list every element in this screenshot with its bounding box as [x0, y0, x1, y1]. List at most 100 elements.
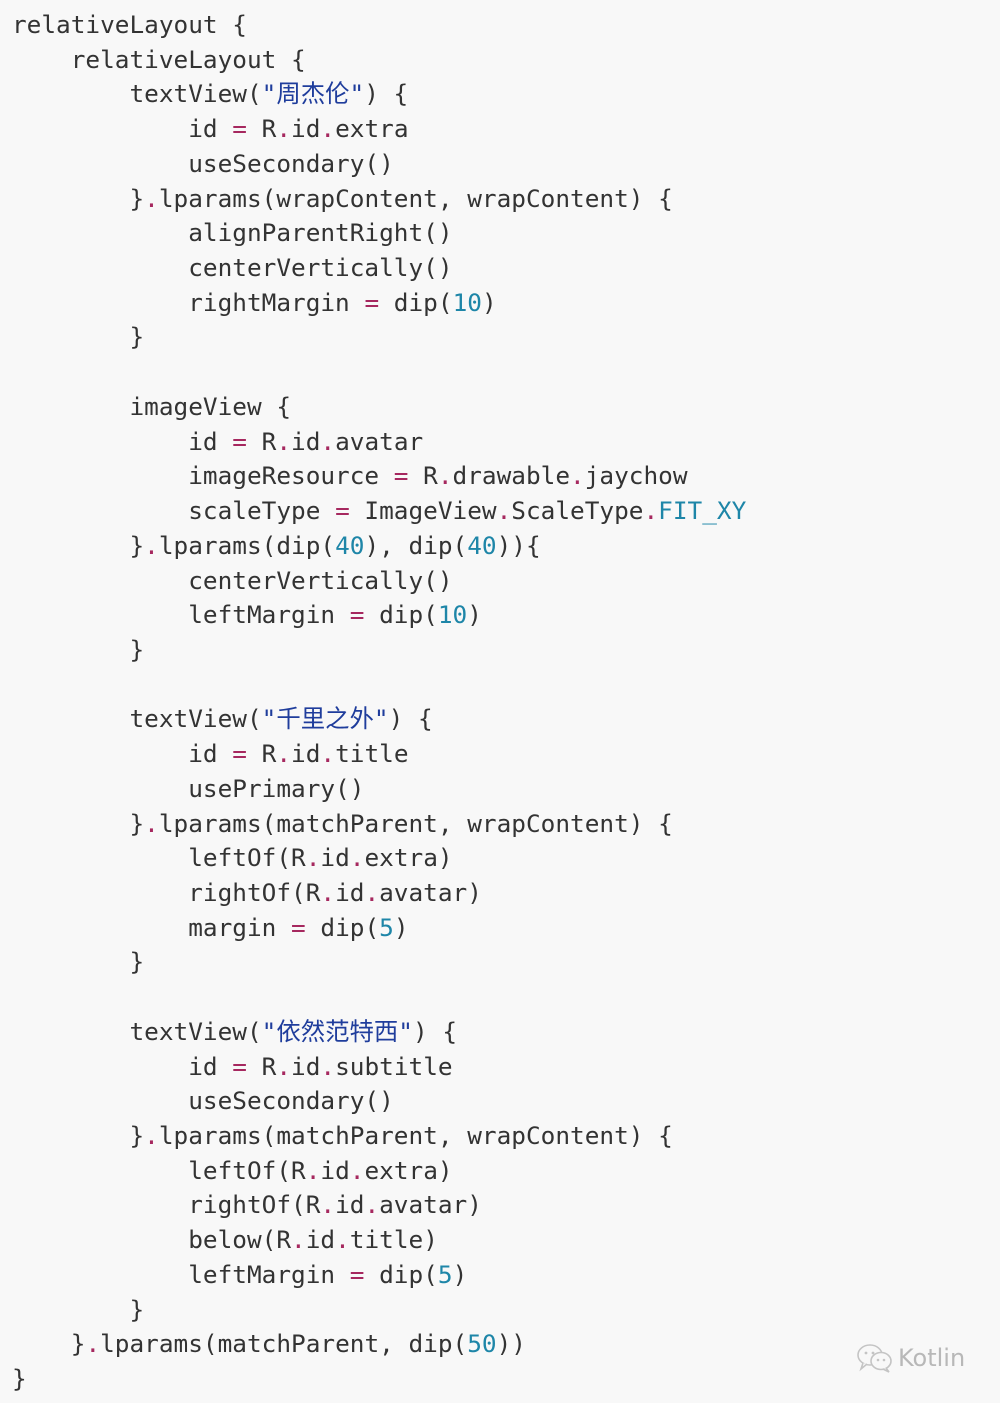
code-line: useSecondary()	[12, 147, 746, 182]
code-token: .	[144, 183, 159, 213]
code-line: }	[12, 1293, 746, 1328]
code-token: R	[246, 1051, 277, 1081]
code-token: title)	[349, 1225, 438, 1255]
code-token: rightOf(R	[12, 877, 321, 907]
code-token: .	[276, 426, 292, 456]
code-line: }.lparams(matchParent, wrapContent) {	[12, 1119, 746, 1154]
code-token: =	[232, 1051, 247, 1081]
code-token: leftOf(R	[12, 1155, 306, 1185]
code-token: ))	[496, 1329, 526, 1359]
code-token: textView(	[12, 1016, 262, 1046]
code-token: =	[393, 461, 409, 491]
code-token: .	[305, 843, 321, 873]
code-line: id = R.id.avatar	[12, 425, 746, 460]
watermark-label: Kotlin	[898, 1344, 966, 1372]
code-token: 5	[379, 912, 394, 942]
code-line: }.lparams(wrapContent, wrapContent) {	[12, 182, 746, 217]
code-token: alignParentRight()	[12, 218, 453, 248]
code-token: drawable	[452, 461, 571, 491]
code-token: lparams(matchParent, wrapContent) {	[158, 1121, 673, 1150]
code-token: id	[320, 1155, 350, 1185]
code-line: }.lparams(matchParent, dip(50))	[12, 1327, 746, 1362]
code-line: rightOf(R.id.avatar)	[12, 876, 746, 911]
code-token: useSecondary()	[12, 1086, 394, 1116]
code-line: leftMargin = dip(5)	[12, 1258, 746, 1293]
code-token: leftOf(R	[12, 843, 306, 873]
code-line: below(R.id.title)	[12, 1223, 746, 1258]
code-token: 50	[467, 1329, 497, 1359]
code-token: relativeLayout {	[12, 10, 247, 39]
code-token: avatar)	[379, 1190, 482, 1220]
code-token: avatar)	[379, 877, 482, 907]
code-token: 10	[452, 287, 482, 317]
code-token: FIT_XY	[658, 496, 747, 526]
code-token: ScaleType	[511, 496, 644, 526]
code-token: )){	[496, 530, 541, 560]
code-token: .	[320, 1190, 336, 1220]
code-line: }	[12, 320, 746, 355]
code-token: .	[643, 496, 659, 526]
code-token: centerVertically()	[12, 565, 453, 595]
code-line: }.lparams(dip(40), dip(40)){	[12, 529, 746, 564]
code-token: }	[12, 183, 145, 213]
code-token: ), dip(	[364, 530, 468, 560]
code-token: 40	[335, 530, 365, 560]
code-line: }	[12, 945, 746, 980]
code-token: avatar	[335, 426, 424, 456]
code-line: id = R.id.title	[12, 737, 746, 772]
code-token: ) {	[412, 1016, 458, 1046]
code-token: )	[481, 287, 497, 317]
code-token: extra)	[364, 1155, 453, 1185]
code-block: relativeLayout { relativeLayout { textVi…	[12, 8, 746, 1397]
code-line: rightMargin = dip(10)	[12, 286, 746, 321]
code-line: leftOf(R.id.extra)	[12, 1154, 746, 1189]
code-token: =	[364, 287, 380, 317]
code-token: .	[291, 1225, 306, 1255]
code-token: }	[12, 808, 145, 838]
code-token: lparams(wrapContent, wrapContent) {	[158, 183, 673, 213]
code-token: extra	[335, 114, 409, 144]
code-token: 5	[437, 1259, 453, 1289]
code-token: .	[496, 496, 512, 526]
code-token: R	[246, 426, 277, 456]
code-token: dip(	[305, 912, 380, 942]
code-line: imageView {	[12, 390, 746, 425]
code-token: id	[12, 739, 233, 769]
code-line: id = R.id.extra	[12, 112, 746, 147]
code-token: centerVertically()	[12, 253, 453, 283]
code-token: =	[232, 739, 247, 769]
code-token: textView(	[12, 704, 262, 734]
code-token: .	[144, 530, 159, 560]
code-token: dip(	[364, 1259, 438, 1289]
code-token: ) {	[388, 704, 433, 734]
code-token: }	[12, 322, 145, 352]
code-token: .	[276, 739, 292, 769]
code-token: )	[393, 912, 409, 942]
code-token: dip(	[364, 600, 438, 630]
code-line: textView("周杰伦") {	[12, 77, 746, 112]
code-token: id	[291, 1051, 321, 1081]
code-token: R	[408, 461, 438, 491]
code-token: jaychow	[584, 461, 688, 491]
code-token: "周杰伦"	[261, 79, 365, 109]
code-token: "依然范特西"	[261, 1016, 413, 1046]
code-token: below(R	[12, 1225, 292, 1255]
code-token: .	[320, 739, 336, 769]
code-token: .	[85, 1329, 101, 1359]
code-token: textView(	[12, 79, 262, 109]
code-token: lparams(matchParent, wrapContent) {	[158, 808, 673, 838]
code-token: .	[335, 1225, 350, 1255]
code-token: usePrimary()	[12, 773, 365, 803]
code-line: useSecondary()	[12, 1084, 746, 1119]
code-token: }	[12, 530, 145, 560]
code-token: .	[305, 1155, 321, 1185]
code-token: .	[437, 461, 453, 491]
code-token: id	[291, 114, 321, 144]
code-token: subtitle	[335, 1051, 453, 1081]
code-line: centerVertically()	[12, 564, 746, 599]
code-token: .	[144, 808, 159, 838]
code-token: }	[12, 1364, 27, 1394]
code-line	[12, 668, 746, 703]
code-token: 40	[467, 530, 497, 560]
code-token: id	[291, 426, 321, 456]
